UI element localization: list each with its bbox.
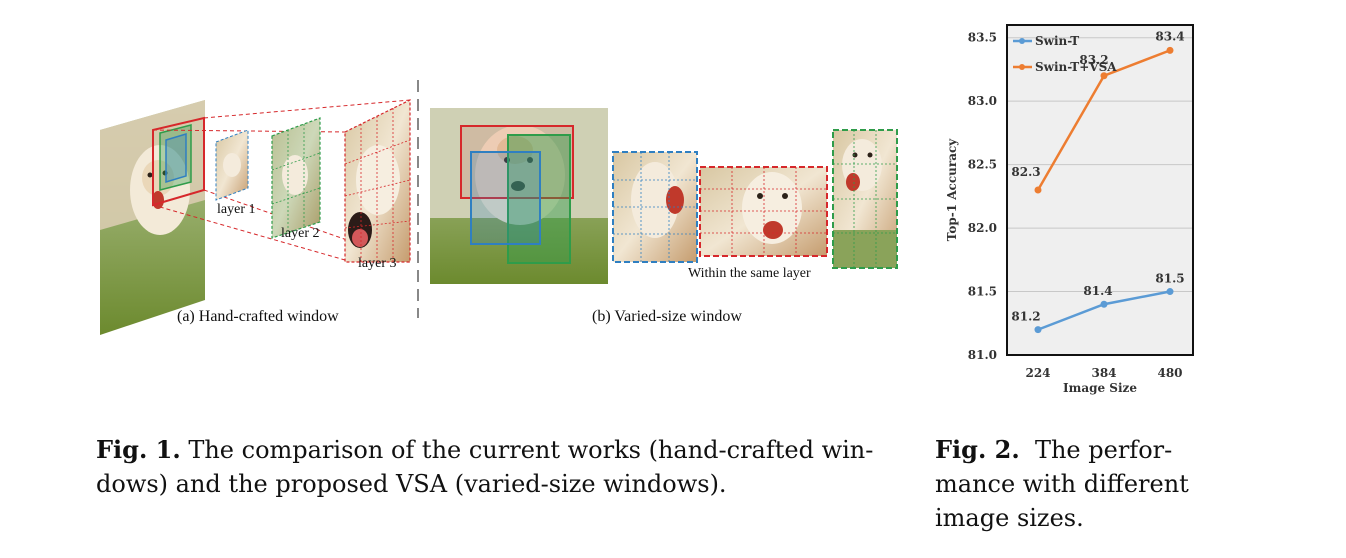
figure-1-caption: Fig. 1. The comparison of the current wo…	[96, 433, 916, 501]
window-blue-b	[470, 151, 541, 245]
data-point	[1166, 288, 1174, 296]
y-tick-label: 81.5	[968, 285, 997, 299]
y-tick-label: 81.0	[968, 348, 997, 362]
window-green-a	[159, 124, 192, 191]
subcaption-b: (b) Varied-size window	[592, 308, 742, 325]
window-green-crop	[832, 129, 898, 269]
legend-marker	[1019, 64, 1025, 70]
y-tick-label: 82.5	[968, 158, 997, 172]
window-red-crop	[699, 166, 828, 257]
y-axis-label: Top-1 Accuracy	[945, 138, 959, 242]
data-label: 81.4	[1083, 284, 1112, 298]
window-blue-a	[165, 132, 187, 184]
layer-1-label: layer 1	[217, 202, 256, 217]
data-point	[1034, 186, 1042, 194]
figure-2-caption: Fig. 2. The perfor- mance with different…	[935, 433, 1235, 535]
layer-3-map	[344, 99, 411, 263]
y-tick-label: 83.5	[968, 31, 997, 45]
layer-1-map	[215, 129, 249, 201]
window-red-b	[460, 125, 574, 199]
data-label: 82.3	[1011, 165, 1040, 179]
legend-label: Swin-T+VSA	[1035, 60, 1117, 74]
data-point	[1100, 72, 1108, 80]
data-point	[1034, 326, 1042, 334]
window-blue-crop	[612, 151, 698, 263]
data-label: 83.2	[1079, 53, 1108, 67]
input-image-b	[430, 108, 608, 284]
legend-marker	[1019, 38, 1025, 44]
plot-frame	[1006, 24, 1194, 356]
x-tick-label: 480	[1157, 366, 1182, 380]
figure-1-caption-line2: dows) and the proposed VSA (varied-size …	[96, 470, 727, 498]
data-point	[1166, 46, 1174, 54]
layer-2-map	[271, 117, 321, 239]
x-axis-label: Image Size	[1063, 381, 1137, 395]
same-layer-label: Within the same layer	[688, 266, 811, 281]
layer-2-label: layer 2	[281, 226, 320, 241]
x-tick-label: 224	[1025, 366, 1050, 380]
subcaption-a: (a) Hand-crafted window	[177, 308, 339, 325]
figure-1-illustration	[100, 80, 898, 335]
x-tick-label: 384	[1091, 366, 1116, 380]
figure-2-caption-line1: The perfor-	[1034, 436, 1173, 464]
data-label: 83.4	[1155, 29, 1184, 43]
figure-2-caption-line2: mance with different	[935, 470, 1189, 498]
legend-label: Swin-T	[1035, 34, 1079, 48]
figure-1-caption-line1: The comparison of the current works (han…	[188, 436, 874, 464]
data-label: 81.2	[1011, 310, 1040, 324]
y-tick-label: 83.0	[968, 94, 997, 108]
data-label: 81.5	[1155, 272, 1184, 286]
data-point	[1100, 300, 1108, 308]
y-tick-label: 82.0	[968, 221, 997, 235]
figure-2-caption-line3: image sizes.	[935, 504, 1084, 532]
projection-lines	[152, 99, 411, 263]
figure-2-caption-label: Fig. 2.	[935, 435, 1020, 464]
figure-1-caption-label: Fig. 1.	[96, 435, 181, 464]
layer-3-label: layer 3	[358, 256, 397, 271]
